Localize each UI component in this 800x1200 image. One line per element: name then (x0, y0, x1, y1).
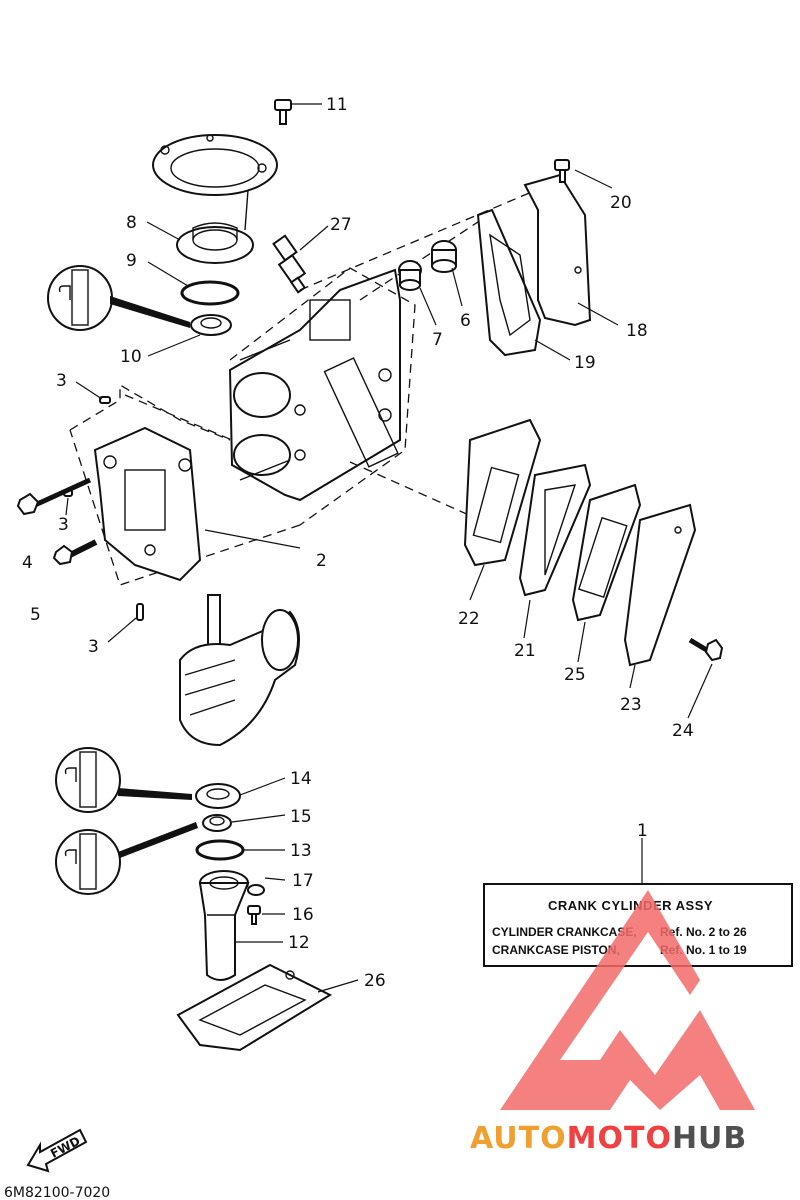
callout-1: 1 (637, 821, 648, 841)
bolt-24 (688, 637, 724, 662)
assembly-boundary (69, 267, 416, 586)
plate-21 (518, 463, 592, 597)
o-ring-9 (180, 280, 240, 306)
bolt-11 (274, 99, 292, 125)
crankshaft (179, 594, 300, 747)
callout-15: 15 (290, 807, 312, 827)
callout-12: 12 (288, 933, 310, 953)
cover-18 (523, 173, 592, 327)
dowel-pin-3a (99, 396, 111, 404)
watermark-hub: HUB (672, 1121, 747, 1156)
cap-6 (431, 240, 457, 273)
callout-23: 23 (620, 695, 642, 715)
dowel-pin-3c (136, 603, 144, 621)
callout-2: 2 (316, 551, 327, 571)
reference-line1-ref: Ref. No. 2 to 26 (660, 925, 747, 939)
callout-3-top: 3 (56, 371, 67, 391)
callout-19: 19 (574, 353, 596, 373)
callout-5: 5 (30, 605, 41, 625)
callout-9: 9 (126, 251, 137, 271)
thermostat-7 (398, 260, 422, 291)
callout-14: 14 (290, 769, 312, 789)
callout-16: 16 (292, 905, 314, 925)
callout-10: 10 (120, 347, 142, 367)
callout-11: 11 (326, 95, 348, 115)
callout-3-low: 3 (88, 637, 99, 657)
watermark-moto: MOTO (567, 1121, 672, 1156)
callout-13: 13 (290, 841, 312, 861)
seal-orientation-detail-low (55, 822, 198, 895)
callout-6: 6 (460, 311, 471, 331)
cylinder-block (228, 268, 401, 502)
crank-flange-plate (152, 134, 278, 231)
seal-orientation-detail-mid (55, 747, 192, 813)
callout-4: 4 (22, 553, 33, 573)
callout-20: 20 (610, 193, 632, 213)
housing-12 (198, 870, 250, 981)
gasket-25 (571, 483, 642, 622)
screw-16 (247, 905, 261, 925)
callout-8: 8 (126, 213, 137, 233)
callout-26: 26 (364, 971, 386, 991)
callout-7: 7 (432, 330, 443, 350)
reference-line1-name: CYLINDER CRANKCASE, (492, 925, 637, 939)
callout-21: 21 (514, 641, 536, 661)
reference-box-title: CRANK CYLINDER ASSY (548, 898, 713, 913)
seal-orientation-detail-top (47, 265, 190, 331)
bolt-4 (16, 477, 92, 516)
gasket-22 (463, 418, 542, 567)
callout-27: 27 (330, 215, 352, 235)
reference-line2-name: CRANKCASE PISTON, (492, 943, 620, 957)
callout-24: 24 (672, 721, 694, 741)
plate-23 (623, 503, 697, 667)
crankcase-half (93, 426, 202, 582)
oil-seal-14 (195, 783, 241, 809)
callout-22: 22 (458, 609, 480, 629)
automotohub-logo (500, 890, 755, 1110)
watermark-brand: AUTOMOTOHUB (470, 1121, 747, 1156)
gasket-19 (476, 208, 542, 357)
bolt-20 (554, 159, 570, 183)
bolt-5 (52, 539, 98, 566)
oil-seal-housing-8 (176, 222, 254, 264)
callout-25: 25 (564, 665, 586, 685)
callout-18: 18 (626, 321, 648, 341)
o-ring-13 (195, 839, 245, 861)
callout-17: 17 (292, 871, 314, 891)
oil-seal-10 (190, 314, 232, 336)
drawing-code: 6M82100-7020 (4, 1185, 110, 1200)
gasket-26 (176, 963, 333, 1052)
callout-3-mid: 3 (58, 515, 69, 535)
fwd-arrow-icon: FWD (26, 1128, 88, 1173)
spark-plug-27 (272, 234, 307, 294)
watermark-auto: AUTO (470, 1121, 567, 1156)
oil-seal-15 (202, 814, 232, 832)
washer-17 (247, 884, 265, 896)
